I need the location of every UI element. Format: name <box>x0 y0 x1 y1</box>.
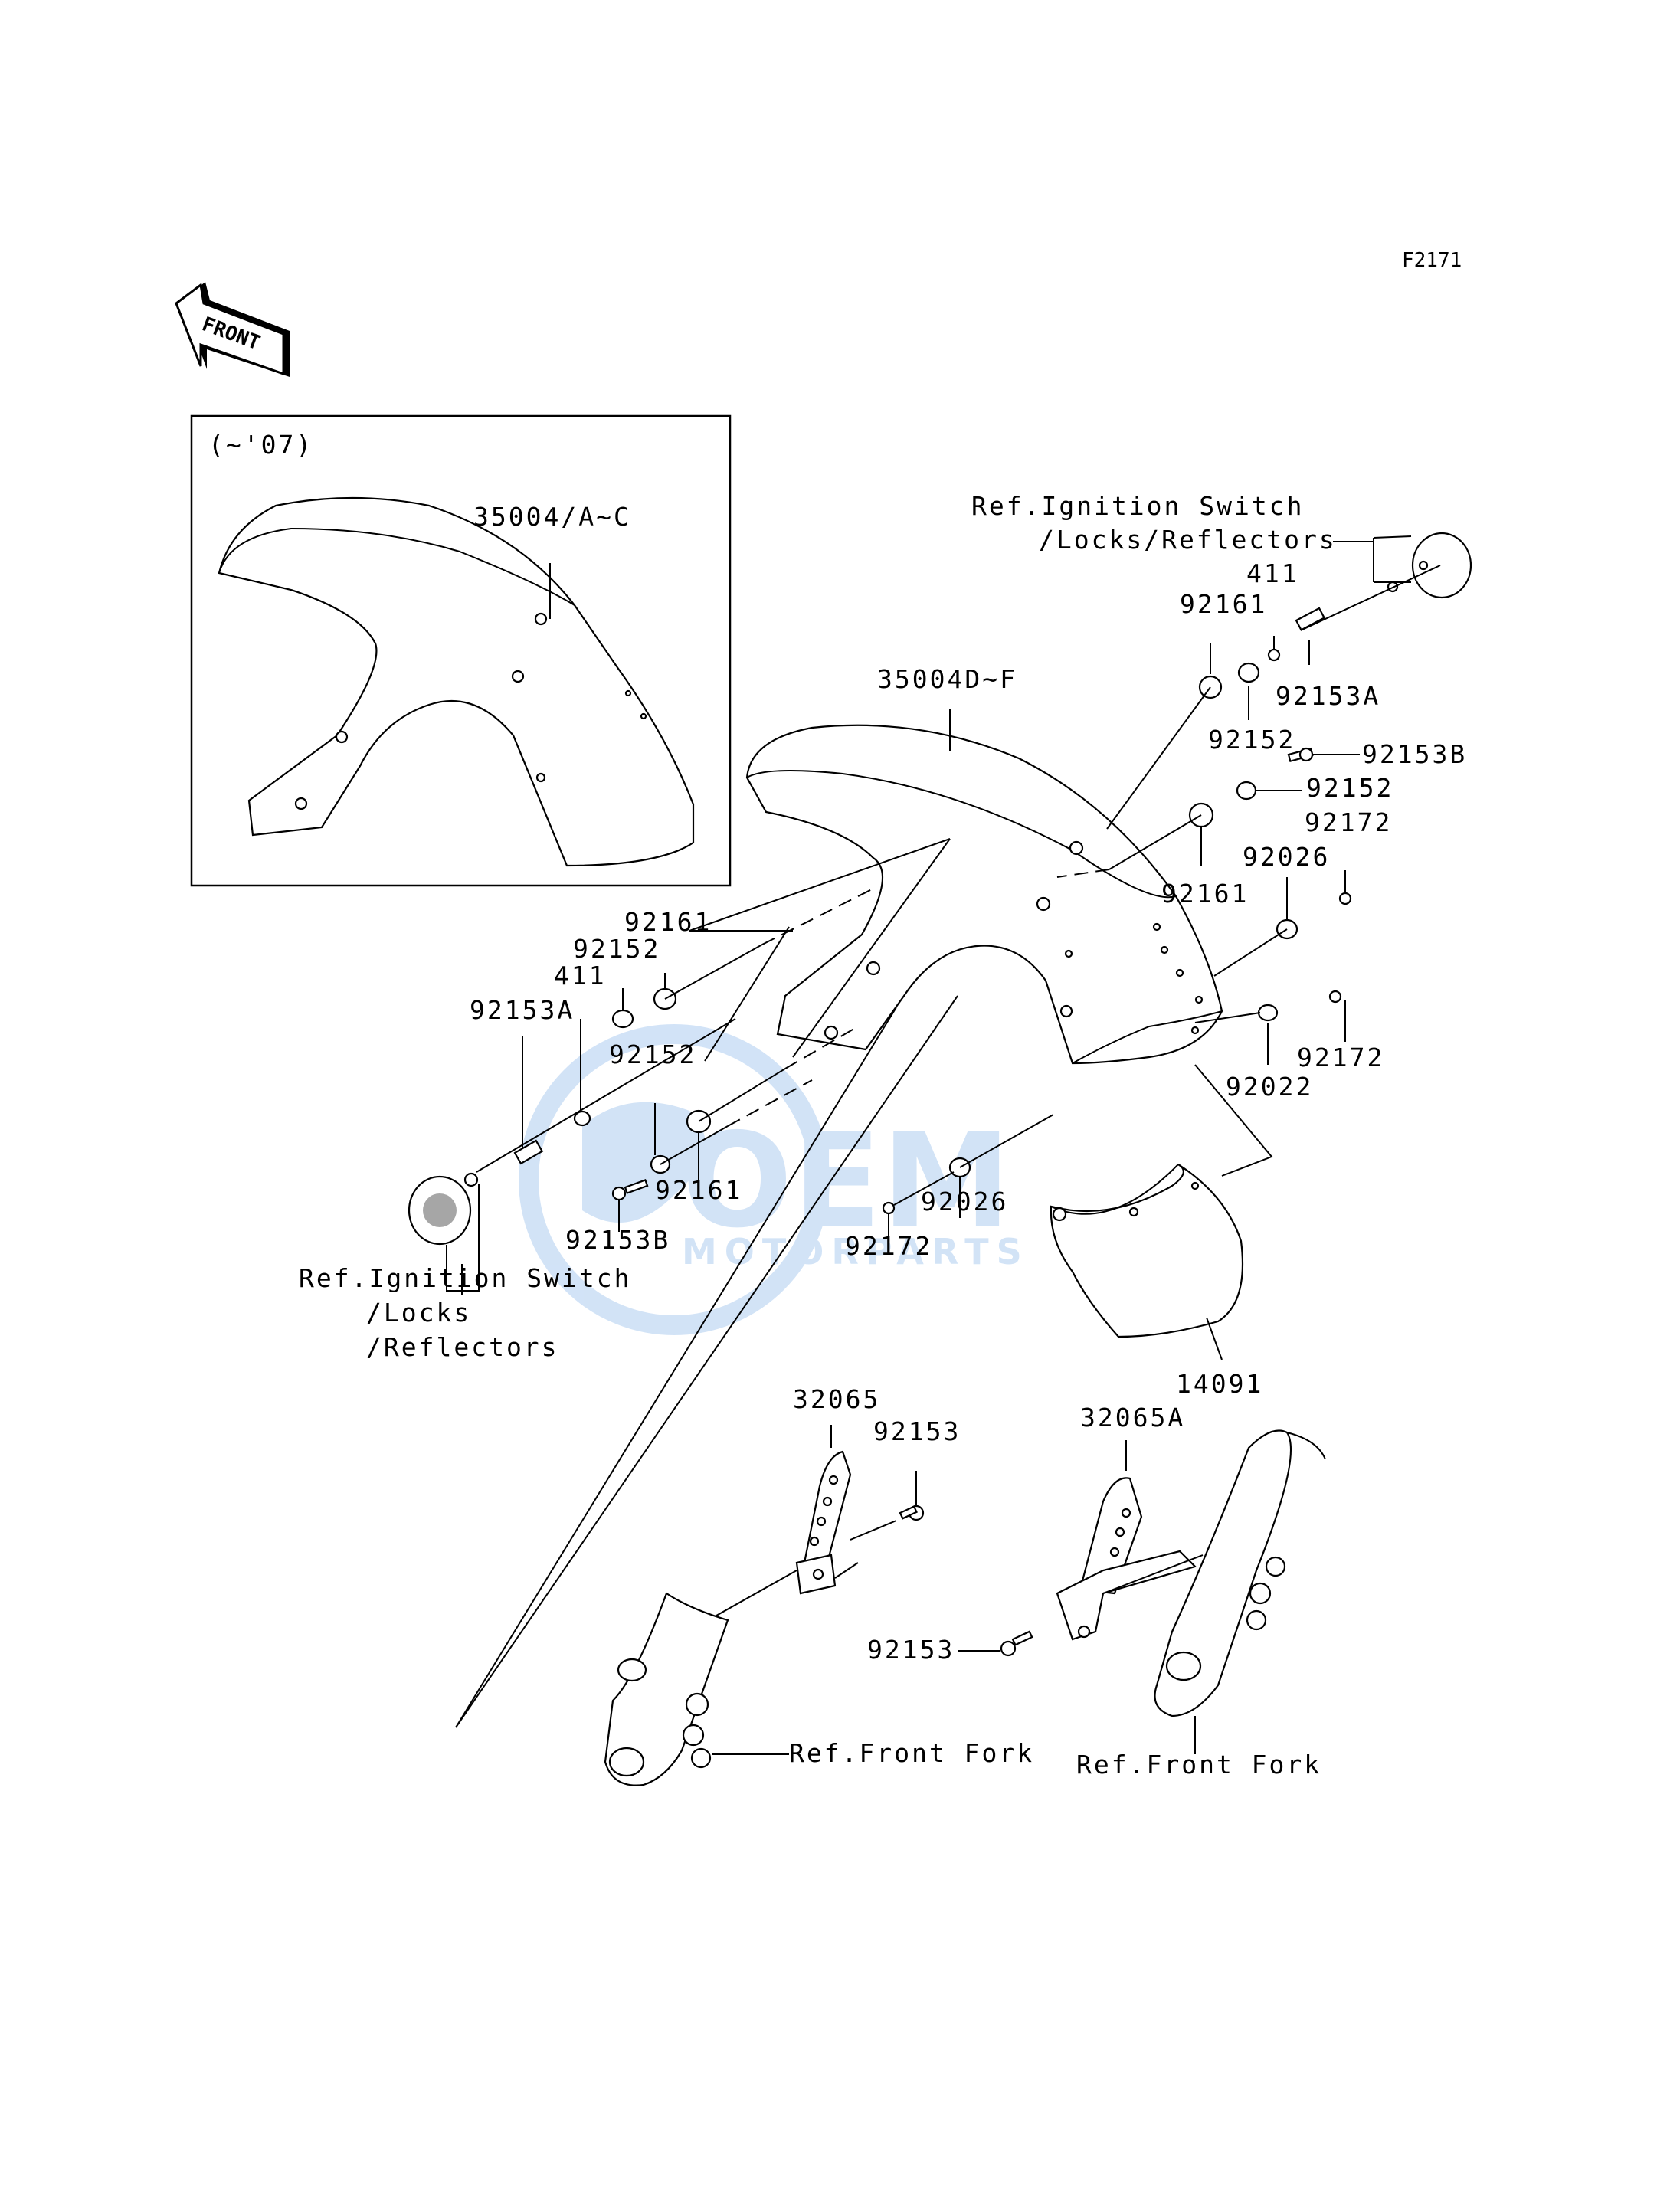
label-fender-main: 35004D~F <box>877 664 1017 694</box>
label-r-92172-right: 92172 <box>1297 1043 1384 1072</box>
label-r-92172-top: 92172 <box>1305 807 1392 837</box>
diagram-code: F2171 <box>1402 249 1462 272</box>
front-arrow-icon: FRONT <box>175 282 290 377</box>
label-b-32065: 32065 <box>793 1384 880 1414</box>
label-r-92022: 92022 <box>1226 1072 1313 1102</box>
label-r-92152-mid: 92152 <box>1306 773 1393 803</box>
label-l-92153B: 92153B <box>565 1225 670 1255</box>
watermark-brand: OEM <box>682 1105 1011 1257</box>
label-l-92153A: 92153A <box>470 995 575 1025</box>
label-l-411: 411 <box>554 961 607 990</box>
label-ref-left-1: Ref.Ignition Switch <box>299 1263 632 1293</box>
inset-caption: (~'07) <box>208 430 313 460</box>
label-r-92153A: 92153A <box>1276 681 1380 711</box>
label-rear-flap: 14091 <box>1176 1369 1263 1399</box>
label-r-92161-top: 92161 <box>1180 589 1267 619</box>
center-fasteners: 92026 92172 <box>845 1114 1054 1261</box>
left-reflector-group: Ref.Ignition Switch /Locks /Reflectors 9… <box>299 888 874 1362</box>
label-r-92152-top: 92152 <box>1208 725 1295 755</box>
right-reflector-group: Ref.Ignition Switch /Locks/Reflectors 41… <box>971 491 1472 1102</box>
right-bracket-fork: Ref.Front Fork 32065A 92153 <box>867 1403 1326 1780</box>
label-fender-inset: 35004/A~C <box>473 502 631 532</box>
label-c-92172: 92172 <box>845 1231 932 1261</box>
label-r-92153B: 92153B <box>1362 739 1467 769</box>
label-ref-left-2: /Locks <box>366 1298 471 1328</box>
label-c-92026: 92026 <box>921 1187 1008 1216</box>
rear-flap: 14091 <box>1050 1064 1273 1399</box>
label-l-92152-low: 92152 <box>609 1040 696 1069</box>
main-fender: 35004D~F <box>745 664 1223 1065</box>
label-ref-fork-right: Ref.Front Fork <box>1076 1750 1321 1780</box>
inset-box: (~'07) 35004/A~C <box>190 414 732 887</box>
label-l-92161-low: 92161 <box>655 1175 742 1205</box>
label-ref-right-2: /Locks/Reflectors <box>1039 525 1337 555</box>
label-ref-right-1: Ref.Ignition Switch <box>971 491 1305 521</box>
label-ref-fork-left: Ref.Front Fork <box>789 1738 1034 1768</box>
label-r-92026: 92026 <box>1243 842 1330 872</box>
label-b-92153-left: 92153 <box>873 1416 961 1446</box>
label-l-92161-top: 92161 <box>624 907 712 937</box>
label-r-411: 411 <box>1246 558 1299 588</box>
label-r-92161-mid: 92161 <box>1161 879 1249 909</box>
left-bracket-fork: Ref.Front Fork 32065 92153 <box>604 1384 1034 1786</box>
label-b-92153-right: 92153 <box>867 1635 955 1665</box>
label-ref-left-3: /Reflectors <box>366 1332 559 1362</box>
label-l-92152-top: 92152 <box>573 934 660 964</box>
label-b-32065A: 32065A <box>1080 1403 1185 1432</box>
